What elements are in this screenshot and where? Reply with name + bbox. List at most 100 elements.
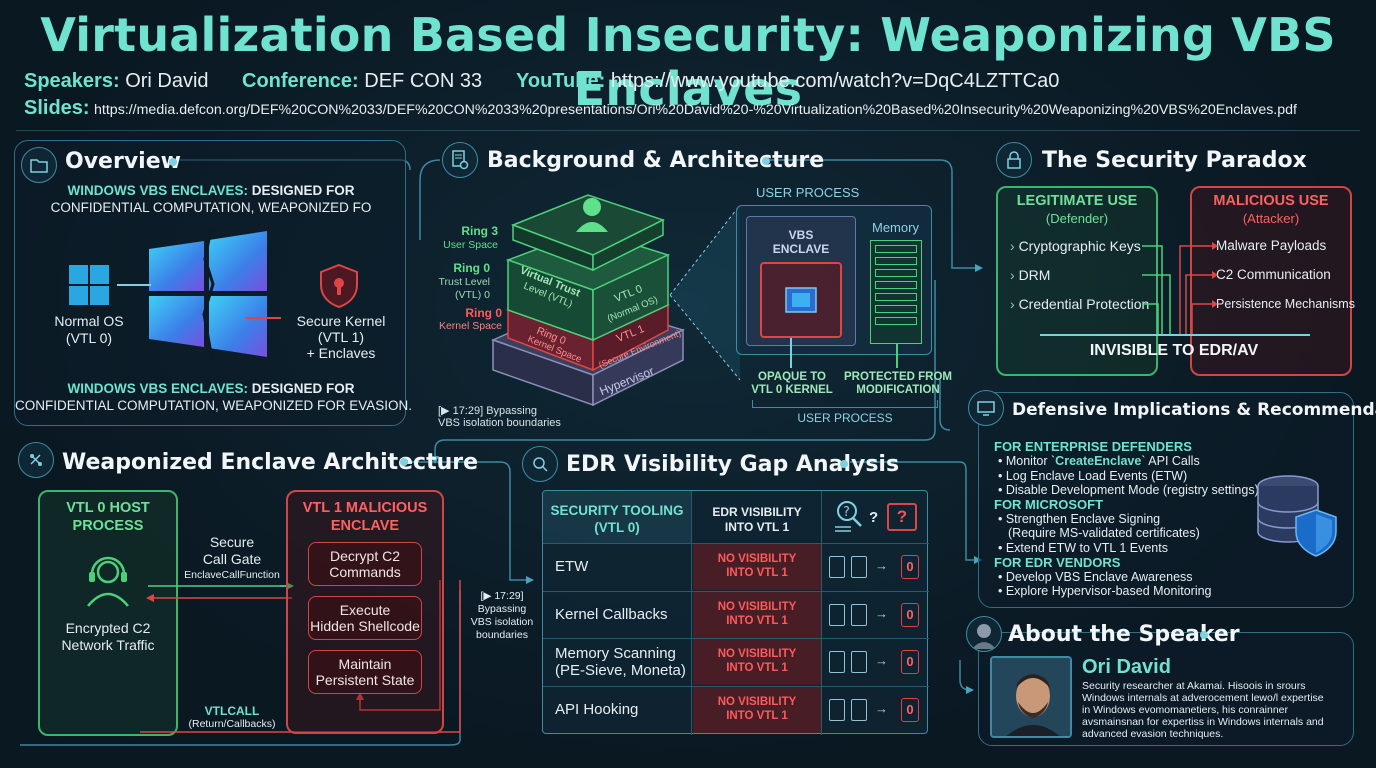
call-gate-arrows bbox=[140, 580, 461, 733]
overview-bottom-highlight: WINDOWS VBS ENCLAVES: bbox=[67, 381, 248, 396]
col-header-visibility: EDR VISIBILITY bbox=[712, 505, 802, 519]
rec-hypervisor-monitoring: • Explore Hypervisor-based Monitoring bbox=[998, 584, 1212, 598]
vtl0-side-label: (VTL) 0 bbox=[454, 289, 490, 301]
conference-label: Conference: bbox=[242, 70, 359, 92]
conference-value: DEF CON 33 bbox=[364, 70, 483, 92]
document-icon bbox=[851, 603, 867, 626]
secure-kernel-label: Secure Kernel bbox=[296, 313, 386, 329]
youtube-link[interactable]: https://www.youtube.com/watch?v=DqC4LZTT… bbox=[610, 70, 1060, 92]
edr-table: SECURITY TOOLING (VTL 0) EDR VISIBILITY … bbox=[542, 490, 929, 735]
enterprise-heading: FOR ENTERPRISE DEFENDERS bbox=[994, 439, 1192, 454]
search-scan-icon bbox=[522, 446, 558, 482]
user-process-bottom-label: USER PROCESS bbox=[797, 411, 893, 425]
tool-name: ETW bbox=[555, 558, 589, 575]
paradox-crossover-arrows bbox=[1142, 242, 1218, 334]
invisible-label: INVISIBLE TO EDR/AV bbox=[1089, 342, 1259, 359]
speaker-bio-line: advanced evasion techniques. bbox=[1082, 728, 1224, 740]
legit-item: › DRM bbox=[1010, 267, 1051, 283]
document-icon bbox=[851, 556, 867, 578]
enclave-call-function-label: EnclaveCallFunction bbox=[184, 569, 280, 581]
speaker-photo bbox=[990, 656, 1072, 738]
edr-vendors-heading: FOR EDR VENDORS bbox=[994, 555, 1121, 570]
alert-question-icon: ? bbox=[887, 503, 917, 531]
vtl-stack-diagram bbox=[490, 194, 686, 407]
legitimate-subtitle: (Defender) bbox=[1045, 211, 1109, 226]
traffic-label-2: Network Traffic bbox=[61, 637, 155, 653]
overview-top-highlight: WINDOWS VBS ENCLAVES: bbox=[67, 183, 248, 198]
document-icon bbox=[829, 603, 845, 626]
col-header-tooling: SECURITY TOOLING bbox=[550, 503, 684, 518]
document-icon bbox=[851, 651, 867, 673]
magnifier-doc-icon: ? bbox=[833, 499, 869, 540]
youtube-label: YouTube: bbox=[516, 70, 606, 92]
legit-item: › Cryptographic Keys bbox=[1010, 238, 1141, 254]
malicious-enclave-label-2: ENCLAVE bbox=[330, 518, 400, 534]
document-icon bbox=[829, 556, 845, 578]
edr-title: EDR Visibility Gap Analysis bbox=[566, 452, 900, 477]
shield-lock-icon bbox=[317, 263, 361, 314]
document-icon bbox=[851, 698, 867, 721]
return-callbacks-label: (Return/Callbacks) bbox=[188, 718, 276, 730]
trust-level-label: Trust Level bbox=[438, 276, 490, 288]
slides-label: Slides: bbox=[24, 97, 90, 119]
speakers-line: Speakers: Ori David bbox=[24, 70, 209, 93]
headset-user-icon bbox=[84, 552, 132, 613]
tool-name: API Hooking bbox=[555, 700, 639, 718]
zero-count-badge: 0 bbox=[901, 602, 919, 627]
normal-os-vtl: (VTL 0) bbox=[65, 330, 113, 346]
arrow-right-icon: → bbox=[875, 653, 888, 668]
paradox-title: The Security Paradox bbox=[1042, 148, 1307, 173]
host-label-1: VTL 0 HOST bbox=[66, 500, 150, 516]
protected-label-1: PROTECTED FROM bbox=[844, 371, 952, 383]
secure-kernel-vtl: (VTL 1) bbox=[317, 329, 365, 345]
kernel-space-label: Kernel Space bbox=[438, 320, 502, 332]
lock-icon bbox=[996, 142, 1032, 178]
microsoft-heading: FOR MICROSOFT bbox=[994, 497, 1104, 512]
malicious-enclave-label-1: VTL 1 MALICIOUS bbox=[302, 500, 428, 516]
rec-monitor-create-enclave: • Monitor `CreateEnclave` API Calls bbox=[998, 454, 1200, 468]
overview-top-line2: CONFIDENTIAL COMPUTATION, WEAPONIZED FO bbox=[50, 200, 372, 215]
malicious-subtitle: (Attacker) bbox=[1242, 211, 1300, 226]
document-icon bbox=[829, 651, 845, 673]
call-gate-label: Call Gate bbox=[202, 551, 262, 567]
folder-icon bbox=[21, 147, 57, 183]
opaque-label-2: VTL 0 KERNEL bbox=[751, 384, 833, 396]
secure-label: Secure bbox=[209, 534, 255, 550]
overview-title: Overview bbox=[65, 149, 181, 174]
malicious-item: Persistence Mechanisms bbox=[1216, 297, 1355, 311]
malicious-item: Malware Payloads bbox=[1216, 238, 1327, 253]
slides-link[interactable]: https://media.defcon.org/DEF%20CON%2033/… bbox=[94, 102, 1297, 118]
background-timestamp-link[interactable]: [▶ 17:29] Bypassing bbox=[438, 405, 537, 417]
title-dot bbox=[762, 157, 770, 165]
background-title: Background & Architecture bbox=[487, 148, 825, 173]
zero-count-badge: 0 bbox=[901, 555, 919, 579]
table-row: Memory Scanning(PE-Sieve, Moneta)NO VISI… bbox=[543, 638, 929, 686]
weaponized-timestamp-link[interactable]: [▶ 17:29] bbox=[480, 590, 524, 602]
projection-beam bbox=[670, 204, 741, 381]
arrow-right-icon: → bbox=[875, 700, 888, 716]
malicious-item: C2 Communication bbox=[1216, 267, 1331, 282]
ring0-kernel-label: Ring 0 bbox=[465, 306, 502, 320]
database-shield-icon bbox=[1250, 470, 1342, 567]
bug-network-icon bbox=[18, 442, 54, 478]
user-space-label: User Space bbox=[443, 239, 498, 251]
memory-block bbox=[870, 240, 922, 344]
weaponized-timestamp-caption: Bypassing bbox=[477, 603, 527, 615]
host-label-2: PROCESS bbox=[72, 518, 144, 534]
enclave-label: ENCLAVE bbox=[772, 242, 830, 256]
youtube-line: YouTube: https://www.youtube.com/watch?v… bbox=[516, 70, 1059, 93]
col-header-tooling-sub: (VTL 0) bbox=[594, 520, 640, 535]
defensive-title: Defensive Implications & Recommendations bbox=[1012, 400, 1376, 420]
speaker-avatar-icon bbox=[966, 616, 1002, 652]
legitimate-title: LEGITIMATE USE bbox=[1016, 193, 1138, 209]
speaker-bio-line: in Windows evomomanetiers, his conrainne… bbox=[1082, 704, 1289, 716]
rec-extend-etw: • Extend ETW to VTL 1 Events bbox=[998, 541, 1168, 555]
protected-label-2: MODIFICATION bbox=[856, 384, 940, 396]
rec-signing: • Strengthen Enclave Signing bbox=[998, 512, 1161, 526]
